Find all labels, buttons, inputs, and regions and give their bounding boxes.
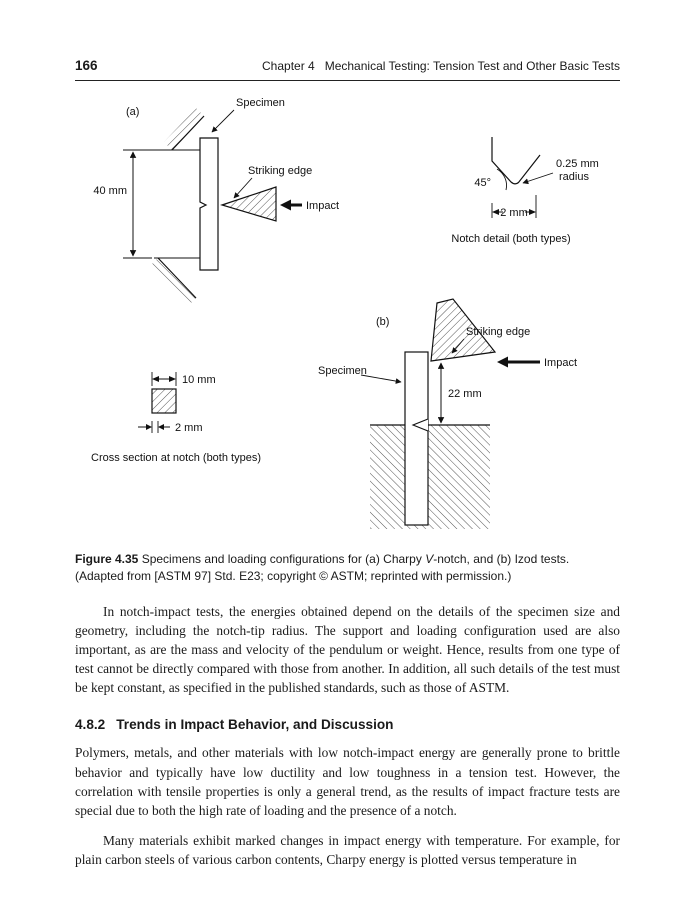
cross-section-square (151, 388, 177, 414)
dim-2mm-left-arrow (146, 424, 152, 430)
notch-profile (491, 137, 541, 185)
izod-specimen-label: Specimen (318, 365, 367, 377)
izod-impact-arrowhead (497, 356, 508, 368)
figure-4-35-diagram: (a) 40 mm Specimen Striking edge (91, 97, 599, 529)
section-heading: 4.8.2 Trends in Impact Behavior, and Disc… (75, 717, 620, 732)
section-title: Trends in Impact Behavior, and Discussio… (116, 717, 394, 733)
paragraph-notch-impact: In notch-impact tests, the energies obta… (75, 603, 620, 696)
dim-2mm-cross-label: 2 mm (175, 422, 203, 434)
charpy-specimen-label: Specimen (236, 97, 285, 109)
part-b-label: (b) (376, 316, 389, 328)
figure-caption-italic-v: V (425, 552, 434, 566)
izod-striking-edge-label: Striking edge (466, 326, 530, 338)
charpy-impact-label: Impact (306, 200, 339, 212)
dim-2mm-right-arrow (158, 424, 164, 430)
part-a-label: (a) (126, 106, 139, 118)
dim-10mm-left-arrow (152, 376, 159, 382)
izod-specimen-pointer (360, 374, 402, 384)
dim-22mm-label: 22 mm (448, 388, 482, 400)
izod-diagram: (b) Striking edge Impact Specimen 22 mm (318, 298, 577, 529)
running-header: 166 Chapter 4 Mechanical Testing: Tensio… (75, 0, 620, 81)
charpy-specimen-pointer (211, 109, 235, 133)
figure-caption-text-2: -notch, and (b) Izod tests. (Adapted fro… (75, 552, 570, 583)
cross-section-caption: Cross section at notch (both types) (91, 452, 261, 464)
charpy-bottom-support-edge (157, 257, 197, 299)
chapter-title: Chapter 4 Mechanical Testing: Tension Te… (262, 59, 620, 73)
notch-angle-label: 45° (474, 177, 491, 189)
izod-striking-edge-pointer (451, 338, 465, 354)
izod-clamp-hatch (370, 425, 490, 529)
notch-dim-right-arrow (529, 209, 536, 215)
page-content: Figure 4.35 Specimens and loading config… (75, 551, 620, 869)
izod-notch (411, 418, 429, 432)
paragraph-temperature: Many materials exhibit marked changes in… (75, 833, 620, 868)
charpy-striking-edge-pointer (233, 177, 253, 199)
notch-dim-left-arrow (492, 209, 499, 215)
charpy-specimen-outline (199, 137, 219, 271)
izod-striker-blade (430, 298, 497, 362)
page-number: 166 (75, 58, 98, 73)
notch-radius-pointer (522, 172, 554, 185)
dim-40mm-label: 40 mm (93, 185, 127, 197)
charpy-diagram: (a) 40 mm Specimen Striking edge (93, 97, 339, 306)
notch-detail: 45° 0.25 mm radius 2 mm Notch detail (bo… (451, 137, 599, 245)
charpy-striking-edge-label: Striking edge (248, 165, 312, 177)
figure-caption-text-1: Specimens and loading configurations for… (138, 552, 426, 566)
paragraph-trends: Polymers, metals, and other materials wi… (75, 745, 620, 818)
dim-10mm-label: 10 mm (182, 374, 216, 386)
izod-specimen-outline (404, 351, 429, 526)
figure-caption-number: Figure 4.35 (75, 552, 139, 566)
notch-angle-arc (496, 168, 507, 191)
notch-radius-label-line1: 0.25 mm (556, 158, 599, 170)
charpy-top-support-edge (171, 115, 205, 151)
notch-dim-label: 2 mm (500, 207, 528, 219)
notch-radius-label-line2: radius (559, 171, 589, 183)
notch-detail-caption: Notch detail (both types) (451, 233, 570, 245)
cross-section: 10 mm 2 mm Cross section at notch (both … (91, 372, 261, 464)
charpy-top-support-hatch (164, 108, 204, 150)
section-number: 4.8.2 (75, 717, 106, 733)
charpy-impact-arrowhead (280, 199, 291, 211)
charpy-bottom-support-hatch (150, 258, 196, 306)
figure-caption: Figure 4.35 Specimens and loading config… (75, 551, 620, 585)
dim-10mm-right-arrow (169, 376, 176, 382)
charpy-striker-wedge (220, 186, 277, 222)
izod-impact-label: Impact (544, 357, 577, 369)
